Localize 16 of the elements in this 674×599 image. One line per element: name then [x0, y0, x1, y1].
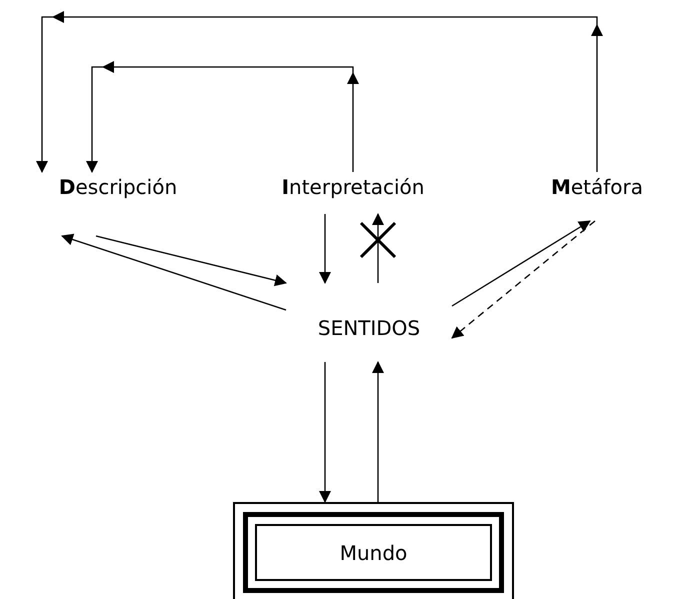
arrow — [372, 213, 384, 283]
arrow — [61, 234, 286, 311]
node-label: Metáfora — [550, 175, 644, 199]
framed-box — [233, 502, 514, 599]
arrow — [36, 11, 603, 173]
arrow — [319, 362, 331, 503]
node-label: SENTIDOS — [318, 316, 420, 340]
node-label: Descripción — [58, 175, 178, 199]
node-label: Interpretación — [282, 175, 424, 199]
arrow — [451, 220, 596, 339]
arrow — [319, 214, 331, 284]
arrow — [96, 235, 287, 286]
arrow — [452, 220, 591, 307]
node-label: Mundo — [340, 540, 408, 564]
arrow — [372, 361, 384, 502]
arrow — [86, 61, 359, 173]
